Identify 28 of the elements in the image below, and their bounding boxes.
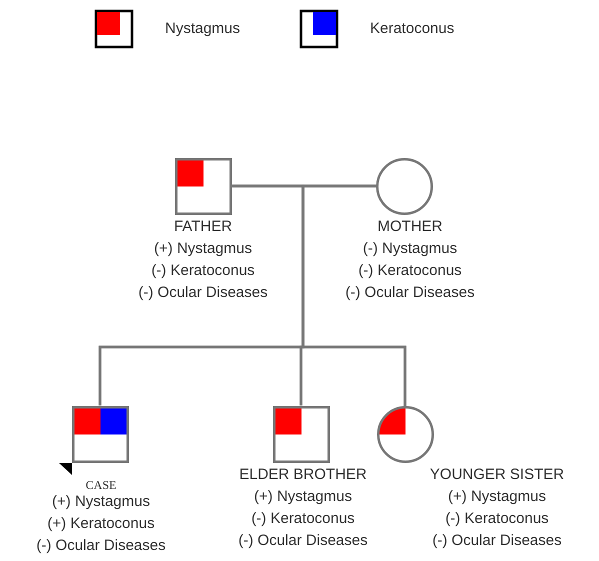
legend-label: Keratoconus xyxy=(370,20,454,37)
phenotype-label: (+) Keratoconus xyxy=(47,515,155,533)
male-symbol xyxy=(174,158,232,214)
phenotype-label: (-) Ocular Diseases xyxy=(345,284,475,302)
male-symbol xyxy=(272,406,330,462)
phenotype-label: (+) Nystagmus xyxy=(154,240,252,258)
person-label: ELDER BROTHER xyxy=(239,466,367,484)
phenotype-label: (-) Keratoconus xyxy=(251,510,355,528)
phenotype-label: (+) Nystagmus xyxy=(52,493,150,511)
person-label: FATHER xyxy=(174,218,232,236)
phenotype-label: (-) Ocular Diseases xyxy=(36,537,166,555)
phenotype-label: (-) Ocular Diseases xyxy=(432,532,562,550)
phenotype-label: (+) Nystagmus xyxy=(448,488,546,506)
pedigree-line xyxy=(302,184,406,406)
phenotype-label: (-) Keratoconus xyxy=(151,262,255,280)
female-symbol xyxy=(376,406,434,462)
person-label: YOUNGER SISTER xyxy=(430,466,564,484)
phenotype-label: (-) Nystagmus xyxy=(362,240,458,258)
person-label: MOTHER xyxy=(378,218,442,236)
female-symbol xyxy=(376,158,432,214)
phenotype-label: (-) Keratoconus xyxy=(358,262,462,280)
legend-label: Nystagmus xyxy=(165,20,240,37)
person-label: CASE xyxy=(86,478,116,492)
phenotype-label: (+) Nystagmus xyxy=(254,488,352,506)
phenotype-label: (-) Ocular Diseases xyxy=(138,284,268,302)
phenotype-label: (-) Keratoconus xyxy=(445,510,549,528)
male-symbol xyxy=(72,406,128,462)
phenotype-label: (-) Ocular Diseases xyxy=(238,532,368,550)
